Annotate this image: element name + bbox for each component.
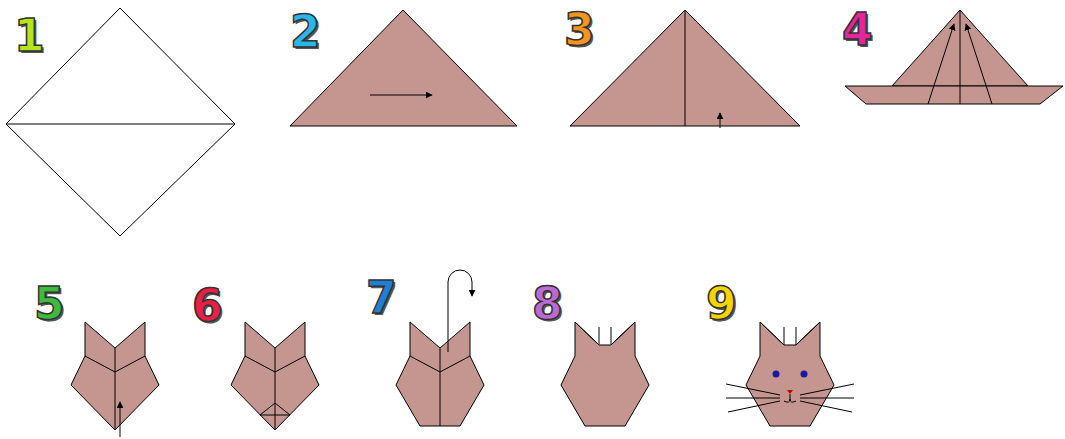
step-4-boat [845,10,1063,104]
step-number: 2 [290,10,321,54]
step-7-head [396,270,484,426]
step-number: 5 [34,282,65,326]
step-1-square [6,8,235,236]
step-number: 7 [366,276,397,320]
step-3-triangle [570,10,800,128]
step-9-cat [726,322,854,426]
step-number: 8 [532,282,563,326]
step-5-head [71,322,159,437]
step-6-head [231,322,319,430]
step-number: 1 [14,14,45,58]
step-8-head [561,322,649,426]
step-number: 6 [192,284,223,328]
step-number: 3 [564,8,595,52]
step-number: 9 [706,282,737,326]
step-number: 4 [842,8,873,52]
step-2-triangle [290,10,517,126]
